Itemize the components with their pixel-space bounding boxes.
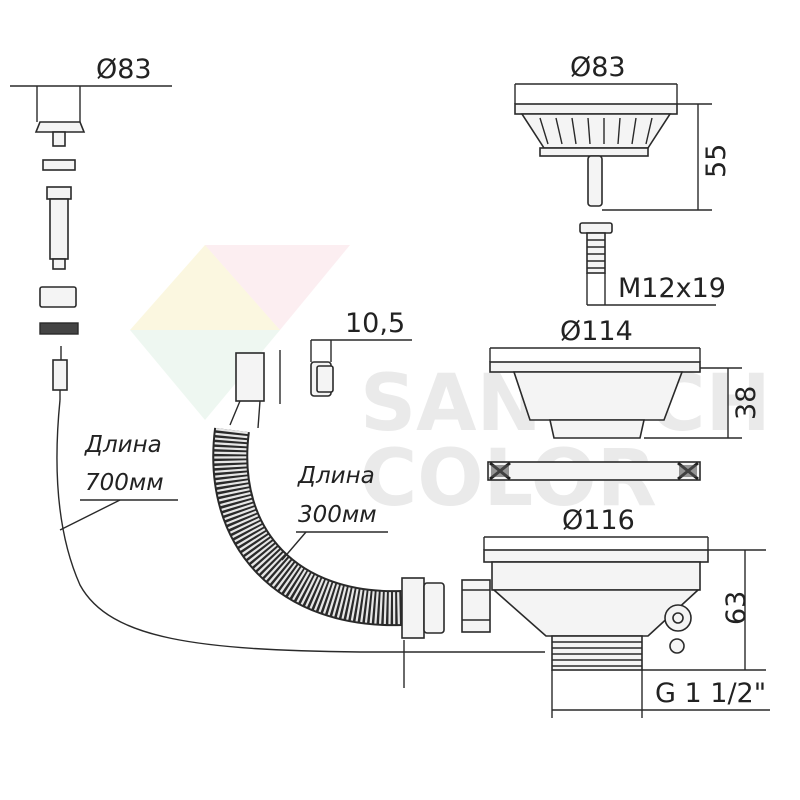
bowl-dimension-height: 38 xyxy=(644,367,762,439)
screw: M12x19 xyxy=(579,222,726,306)
plug-diameter-label: Ø83 xyxy=(96,54,152,85)
body-dimension-width: Ø116 xyxy=(483,505,709,550)
overflow-hose-inner xyxy=(214,427,403,625)
bowl-diameter-label: Ø114 xyxy=(560,316,633,347)
thread-dimension: G 1 1/2" xyxy=(551,670,770,718)
overflow-head xyxy=(229,350,281,429)
plug-dimension: Ø83 xyxy=(10,54,172,122)
hose-nipple xyxy=(461,579,491,633)
strainer-diameter-label: Ø83 xyxy=(570,52,626,83)
sealing-gasket xyxy=(487,461,701,481)
bowl-height-label: 38 xyxy=(731,386,762,420)
bowl xyxy=(489,361,701,439)
hose-connector xyxy=(401,577,445,688)
cable-end xyxy=(52,346,68,400)
plug-washer xyxy=(42,159,76,171)
cable-length-word: Длина xyxy=(84,432,162,458)
screw-thread-label: M12x19 xyxy=(618,273,726,304)
strainer-height-label: 55 xyxy=(701,144,732,178)
bowl-dimension-width: Ø114 xyxy=(489,316,701,362)
cable-length-value: 700мм xyxy=(85,470,164,496)
body-height-label: 63 xyxy=(721,591,752,625)
cap-width-label: 10,5 xyxy=(345,308,405,339)
strainer-dimension-height: 55 xyxy=(602,103,732,211)
thread-size-label: G 1 1/2" xyxy=(655,678,766,709)
hose-length-value: 300мм xyxy=(298,502,377,528)
strainer-dimension-width: Ø83 xyxy=(514,52,678,104)
plug-gasket xyxy=(39,322,79,335)
drain-body xyxy=(483,549,709,671)
plug-rod xyxy=(46,186,72,270)
body-diameter-label: Ø116 xyxy=(562,505,635,536)
overflow-cap: 10,5 xyxy=(310,308,412,397)
control-cable xyxy=(56,399,545,653)
cable-length-label: Длина 700мм xyxy=(59,432,178,531)
hose-length-label: Длина 300мм xyxy=(281,463,388,561)
body-dimension-height: 63 xyxy=(642,549,766,671)
hose-length-word: Длина xyxy=(297,463,375,489)
plug-bushing xyxy=(39,286,77,308)
plug-knob xyxy=(34,121,86,147)
strainer-basket xyxy=(514,103,678,207)
